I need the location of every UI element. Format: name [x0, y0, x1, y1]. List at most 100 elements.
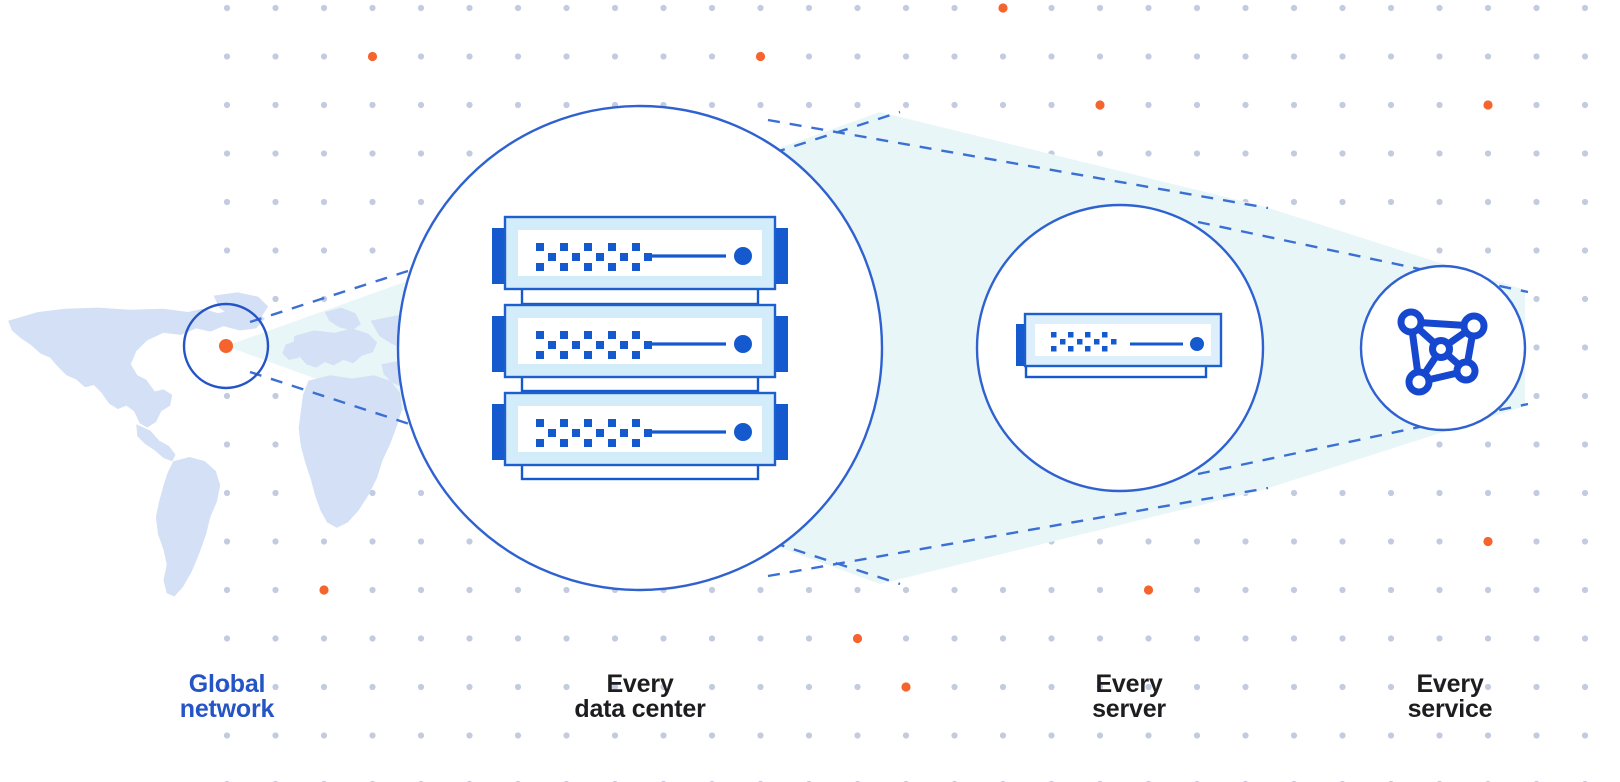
stage-every-data-center[interactable] [396, 104, 884, 592]
grid-dot [1436, 732, 1443, 739]
grid-dot [272, 586, 279, 594]
grid-dot [854, 683, 861, 691]
grid-dot-accent [319, 585, 329, 595]
grid-dot-accent [367, 51, 378, 62]
grid-dot [223, 198, 231, 206]
grid-dot [320, 635, 328, 642]
grid-dot [1339, 489, 1346, 497]
grid-dot [466, 4, 473, 12]
grid-dot [660, 635, 667, 642]
grid-dot [272, 150, 279, 157]
grid-dot [1484, 4, 1492, 12]
single-server-icon [1016, 312, 1223, 379]
label-data-center-line1: Every [606, 670, 673, 698]
grid-dot [417, 198, 425, 206]
grid-dot [1581, 538, 1589, 545]
grid-dot [320, 150, 328, 157]
grid-dot [514, 732, 522, 739]
grid-dot [1290, 538, 1298, 545]
grid-dot [1533, 247, 1540, 254]
grid-dot [223, 247, 231, 254]
grid-dot [466, 586, 473, 594]
grid-dot [1581, 150, 1589, 157]
grid-dot [320, 4, 328, 12]
label-data-center-line2: data center [574, 695, 706, 723]
grid-dot [1533, 53, 1540, 60]
grid-dot [1484, 732, 1492, 739]
rack-unit-2 [492, 303, 788, 379]
grid-dot [1533, 295, 1540, 303]
grid-dot [563, 101, 570, 109]
grid-dot [902, 732, 910, 739]
grid-dot-accent [1483, 100, 1493, 110]
grid-dot [1145, 53, 1152, 60]
grid-dot [951, 683, 958, 691]
grid-dot [1242, 101, 1249, 109]
grid-dot [1484, 198, 1492, 206]
grid-dot [854, 586, 861, 594]
grid-dot [902, 635, 910, 642]
grid-dot [563, 732, 570, 739]
grid-dot [1193, 683, 1201, 691]
grid-dot [272, 4, 279, 12]
grid-dot-accent [1143, 585, 1154, 595]
grid-dot [999, 732, 1007, 739]
grid-dot [951, 586, 958, 594]
grid-dot [466, 635, 473, 642]
rack-unit-3 [492, 391, 788, 467]
grid-dot [611, 4, 619, 12]
grid-dot [272, 247, 279, 254]
grid-dot [999, 101, 1007, 109]
grid-dot [417, 586, 425, 594]
grid-dot [1339, 4, 1346, 12]
grid-dot [223, 441, 231, 448]
grid-dot [757, 635, 764, 642]
grid-dot [1387, 732, 1395, 739]
grid-dot [417, 53, 425, 60]
grid-dot [369, 732, 376, 739]
grid-dot [1242, 586, 1249, 594]
grid-dot [1290, 683, 1298, 691]
grid-dot [1096, 4, 1104, 12]
grid-dot [369, 198, 376, 206]
grid-dot [417, 101, 425, 109]
grid-dot [708, 4, 716, 12]
grid-dot [272, 53, 279, 60]
grid-dot [514, 586, 522, 594]
grid-dot [369, 586, 376, 594]
grid-dot [223, 392, 231, 400]
grid-dot [417, 4, 425, 12]
grid-dot [1242, 538, 1249, 545]
grid-dot [1581, 53, 1589, 60]
grid-dot [951, 4, 958, 12]
stage-global-network[interactable] [182, 302, 270, 390]
stage-every-service[interactable] [1359, 264, 1527, 432]
grid-dot [1096, 732, 1104, 739]
grid-dot [514, 4, 522, 12]
grid-dot [320, 683, 328, 691]
dashed-line-bottom-middle [767, 486, 1269, 578]
grid-dot [417, 150, 425, 157]
grid-dot [805, 683, 813, 691]
grid-dot [1581, 683, 1589, 691]
rack-unit-1 [492, 215, 788, 291]
grid-dot [1533, 586, 1540, 594]
stage-every-server[interactable] [975, 203, 1265, 493]
grid-dot [272, 295, 279, 303]
grid-dot [514, 53, 522, 60]
grid-dot [611, 53, 619, 60]
grid-dot [1145, 101, 1152, 109]
grid-dot [1339, 198, 1346, 206]
grid-dot [1339, 538, 1346, 545]
grid-dot [1096, 538, 1104, 545]
dashed-line-top-middle [767, 118, 1269, 210]
grid-dot [563, 586, 570, 594]
grid-dot [1581, 635, 1589, 642]
grid-dot [223, 4, 231, 12]
grid-dot [369, 489, 376, 497]
grid-dot [660, 732, 667, 739]
grid-dot [708, 635, 716, 642]
grid-dot [369, 4, 376, 12]
grid-dot [660, 53, 667, 60]
grid-dot [1048, 635, 1055, 642]
